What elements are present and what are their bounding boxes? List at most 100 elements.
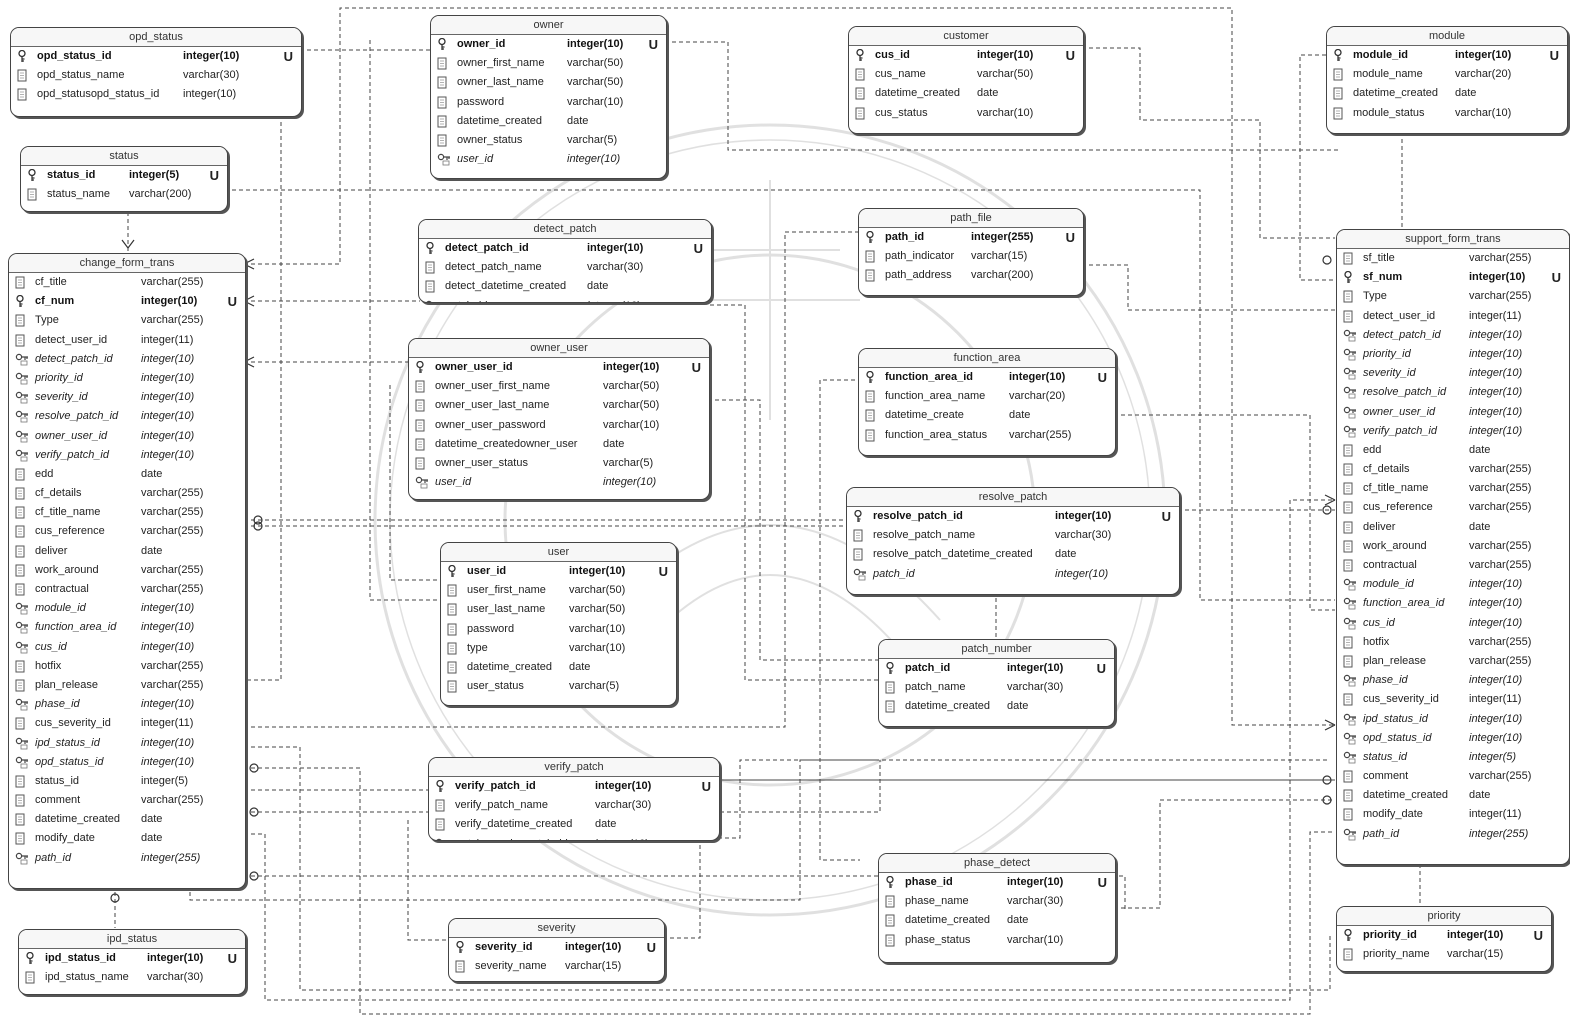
table-priority[interactable]: prioritypriority_idinteger(10)Upriority_… [1336,906,1552,972]
column-row[interactable]: typevarchar(10) [441,639,676,658]
column-row[interactable]: cf_title_namevarchar(255) [9,503,245,522]
column-row[interactable]: detect_patch_idinteger(10) [9,350,245,369]
column-row[interactable]: priority_namevarchar(15) [1337,945,1551,964]
column-row[interactable]: module_statusvarchar(10) [1327,104,1567,123]
column-row[interactable]: owner_last_namevarchar(50) [431,73,666,92]
column-row[interactable]: contractualvarchar(255) [1337,556,1569,575]
column-row[interactable]: module_idinteger(10) [9,599,245,618]
column-row[interactable]: cf_detailsvarchar(255) [9,484,245,503]
table-change-form-trans[interactable]: change_form_transcf_titlevarchar(255)cf_… [8,253,246,889]
column-row[interactable]: detect_patch_idinteger(10)U [419,239,711,258]
column-row[interactable]: status_namevarchar(200) [21,185,227,204]
column-row[interactable]: cf_numinteger(10)U [9,292,245,311]
column-row[interactable]: detect_user_idinteger(11) [1337,307,1569,326]
column-row[interactable]: ipd_status_namevarchar(30) [19,968,245,987]
table-status[interactable]: statusstatus_idinteger(5)Ustatus_namevar… [20,146,228,212]
column-row[interactable]: opd_status_idinteger(10)U [11,47,301,66]
column-row[interactable]: status_idinteger(5) [9,772,245,791]
column-row[interactable]: modify_dateinteger(11) [1337,805,1569,824]
table-detect-patch[interactable]: detect_patchdetect_patch_idinteger(10)Ud… [418,219,712,303]
column-row[interactable]: cus_namevarchar(50) [849,65,1083,84]
table-customer[interactable]: customercus_idinteger(10)Ucus_namevarcha… [848,26,1084,134]
table-owner-user[interactable]: owner_userowner_user_idinteger(10)Uowner… [408,338,710,500]
column-row[interactable]: verify_datetime_createddate [429,815,719,834]
column-row[interactable]: cus_referencevarchar(255) [9,522,245,541]
column-row[interactable]: priority_idinteger(10) [1337,345,1569,364]
column-row[interactable]: plan_releasevarchar(255) [1337,652,1569,671]
column-row[interactable]: module_namevarchar(20) [1327,65,1567,84]
column-row[interactable]: detect_datetime_createddate [419,277,711,296]
column-row[interactable]: path_indicatorvarchar(15) [859,247,1083,266]
column-row[interactable]: cus_statusvarchar(10) [849,104,1083,123]
table-function-area[interactable]: function_areafunction_area_idinteger(10)… [858,348,1116,456]
column-row[interactable]: owner_user_last_namevarchar(50) [409,396,709,415]
column-row[interactable]: owner_first_namevarchar(50) [431,54,666,73]
column-row[interactable]: function_area_idinteger(10)U [859,368,1115,387]
column-row[interactable]: patch_idinteger(10)U [879,659,1114,678]
column-row[interactable]: owner_statusvarchar(5) [431,131,666,150]
column-row[interactable]: datetime_createddate [879,911,1115,930]
column-row[interactable]: owner_user_idinteger(10)U [409,358,709,377]
column-row[interactable]: opd_statusopd_status_idinteger(10) [11,85,301,104]
column-row[interactable]: datetime_createdate [859,406,1115,425]
column-row[interactable]: detect_patch_namevarchar(30) [419,258,711,277]
column-row[interactable]: priority_idinteger(10)U [1337,926,1551,945]
column-row[interactable]: ipd_status_idinteger(10)U [19,949,245,968]
column-row[interactable]: contractualvarchar(255) [9,580,245,599]
column-row[interactable]: edddate [1337,441,1569,460]
column-row[interactable]: severity_namevarchar(15) [449,957,664,976]
column-row[interactable]: resolve_patch_namevarchar(30) [847,526,1179,545]
column-row[interactable]: cus_idinteger(10) [9,638,245,657]
column-row[interactable]: resolve_patch_idinteger(10)U [847,507,1179,526]
column-row[interactable]: priority_idinteger(10) [9,369,245,388]
column-row[interactable]: plan_releasevarchar(255) [9,676,245,695]
column-row[interactable]: path_idinteger(255)U [859,228,1083,247]
column-row[interactable]: modify_datedate [9,829,245,848]
column-row[interactable]: datetime_createddate [849,84,1083,103]
column-row[interactable]: module_idinteger(10)U [1327,46,1567,65]
table-ipd-status[interactable]: ipd_statusipd_status_idinteger(10)Uipd_s… [18,929,246,995]
column-row[interactable]: datetime_createddate [441,658,676,677]
table-support-form-trans[interactable]: support_form_transsf_titlevarchar(255)sf… [1336,229,1570,865]
column-row[interactable]: severity_idinteger(10) [1337,364,1569,383]
column-row[interactable]: module_idinteger(10) [1337,575,1569,594]
column-row[interactable]: user_idinteger(10) [431,150,666,169]
column-row[interactable]: detect_user_idinteger(11) [9,331,245,350]
column-row[interactable]: status_idinteger(5)U [21,166,227,185]
column-row[interactable]: work_aroundvarchar(255) [9,561,245,580]
column-row[interactable]: commentvarchar(255) [9,791,245,810]
column-row[interactable]: severity_idinteger(10) [9,388,245,407]
column-row[interactable]: datetime_createddate [1337,786,1569,805]
column-row[interactable]: user_statusvarchar(5) [441,677,676,696]
column-row[interactable]: verify_patch_namevarchar(30) [429,796,719,815]
column-row[interactable]: owner_user_idinteger(10) [1337,403,1569,422]
column-row[interactable]: owner_user_statusvarchar(5) [409,454,709,473]
column-row[interactable]: hotfixvarchar(255) [1337,633,1569,652]
column-row[interactable]: passwordvarchar(10) [441,620,676,639]
column-row[interactable]: verify_patch_idinteger(10)U [429,777,719,796]
column-row[interactable]: user_first_namevarchar(50) [441,581,676,600]
table-owner[interactable]: ownerowner_idinteger(10)Uowner_first_nam… [430,15,667,179]
column-row[interactable]: function_area_statusvarchar(255) [859,426,1115,445]
column-row[interactable]: patch_namevarchar(30) [879,678,1114,697]
table-patch-number[interactable]: patch_numberpatch_idinteger(10)Upatch_na… [878,639,1115,727]
column-row[interactable]: resolve_patch_idinteger(10) [9,407,245,426]
column-row[interactable]: cus_idinteger(10) [1337,614,1569,633]
column-row[interactable]: opd_status_idinteger(10) [9,753,245,772]
column-row[interactable]: datetime_createddate [9,810,245,829]
column-row[interactable]: sf_titlevarchar(255) [1337,249,1569,268]
column-row[interactable]: cf_detailsvarchar(255) [1337,460,1569,479]
column-row[interactable]: resolve_patch_datetime_createddate [847,545,1179,564]
table-user[interactable]: useruser_idinteger(10)Uuser_first_nameva… [440,542,677,706]
column-row[interactable]: Typevarchar(255) [1337,287,1569,306]
table-resolve-patch[interactable]: resolve_patchresolve_patch_idinteger(10)… [846,487,1180,595]
column-row[interactable]: phase_statusvarchar(10) [879,931,1115,950]
column-row[interactable]: owner_idinteger(10)U [431,35,666,54]
column-row[interactable]: hotfixvarchar(255) [9,657,245,676]
table-path-file[interactable]: path_filepath_idinteger(255)Upath_indica… [858,208,1084,296]
column-row[interactable]: user_idinteger(10)U [441,562,676,581]
column-row[interactable]: owner_user_passwordvarchar(10) [409,416,709,435]
column-row[interactable]: cus_referencevarchar(255) [1337,498,1569,517]
column-row[interactable]: work_aroundvarchar(255) [1337,537,1569,556]
column-row[interactable]: datetime_createddate [431,112,666,131]
